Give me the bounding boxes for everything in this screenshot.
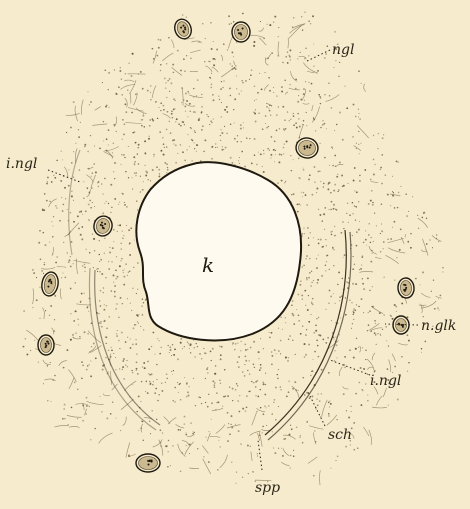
cell-nucleus xyxy=(40,271,60,297)
label-ingl-right: i.ngl xyxy=(370,373,401,389)
label-spp: spp xyxy=(255,480,280,496)
label-ingl-left: i.ngl xyxy=(6,156,37,172)
cell-nucleus xyxy=(92,214,115,238)
cell-nucleus xyxy=(172,17,194,41)
label-k: k xyxy=(202,253,214,277)
label-nglk: n.glk xyxy=(421,318,456,334)
label-sch: sch xyxy=(328,427,352,443)
label-ngl: ngl xyxy=(332,42,354,58)
central-cavity xyxy=(136,162,301,340)
cell-nucleus xyxy=(393,316,409,334)
cell-nucleus xyxy=(136,454,160,472)
cell-nucleus xyxy=(232,22,250,42)
cell-nucleus xyxy=(294,136,319,160)
cell-nucleus xyxy=(397,277,415,298)
cell-nucleus xyxy=(38,335,54,355)
